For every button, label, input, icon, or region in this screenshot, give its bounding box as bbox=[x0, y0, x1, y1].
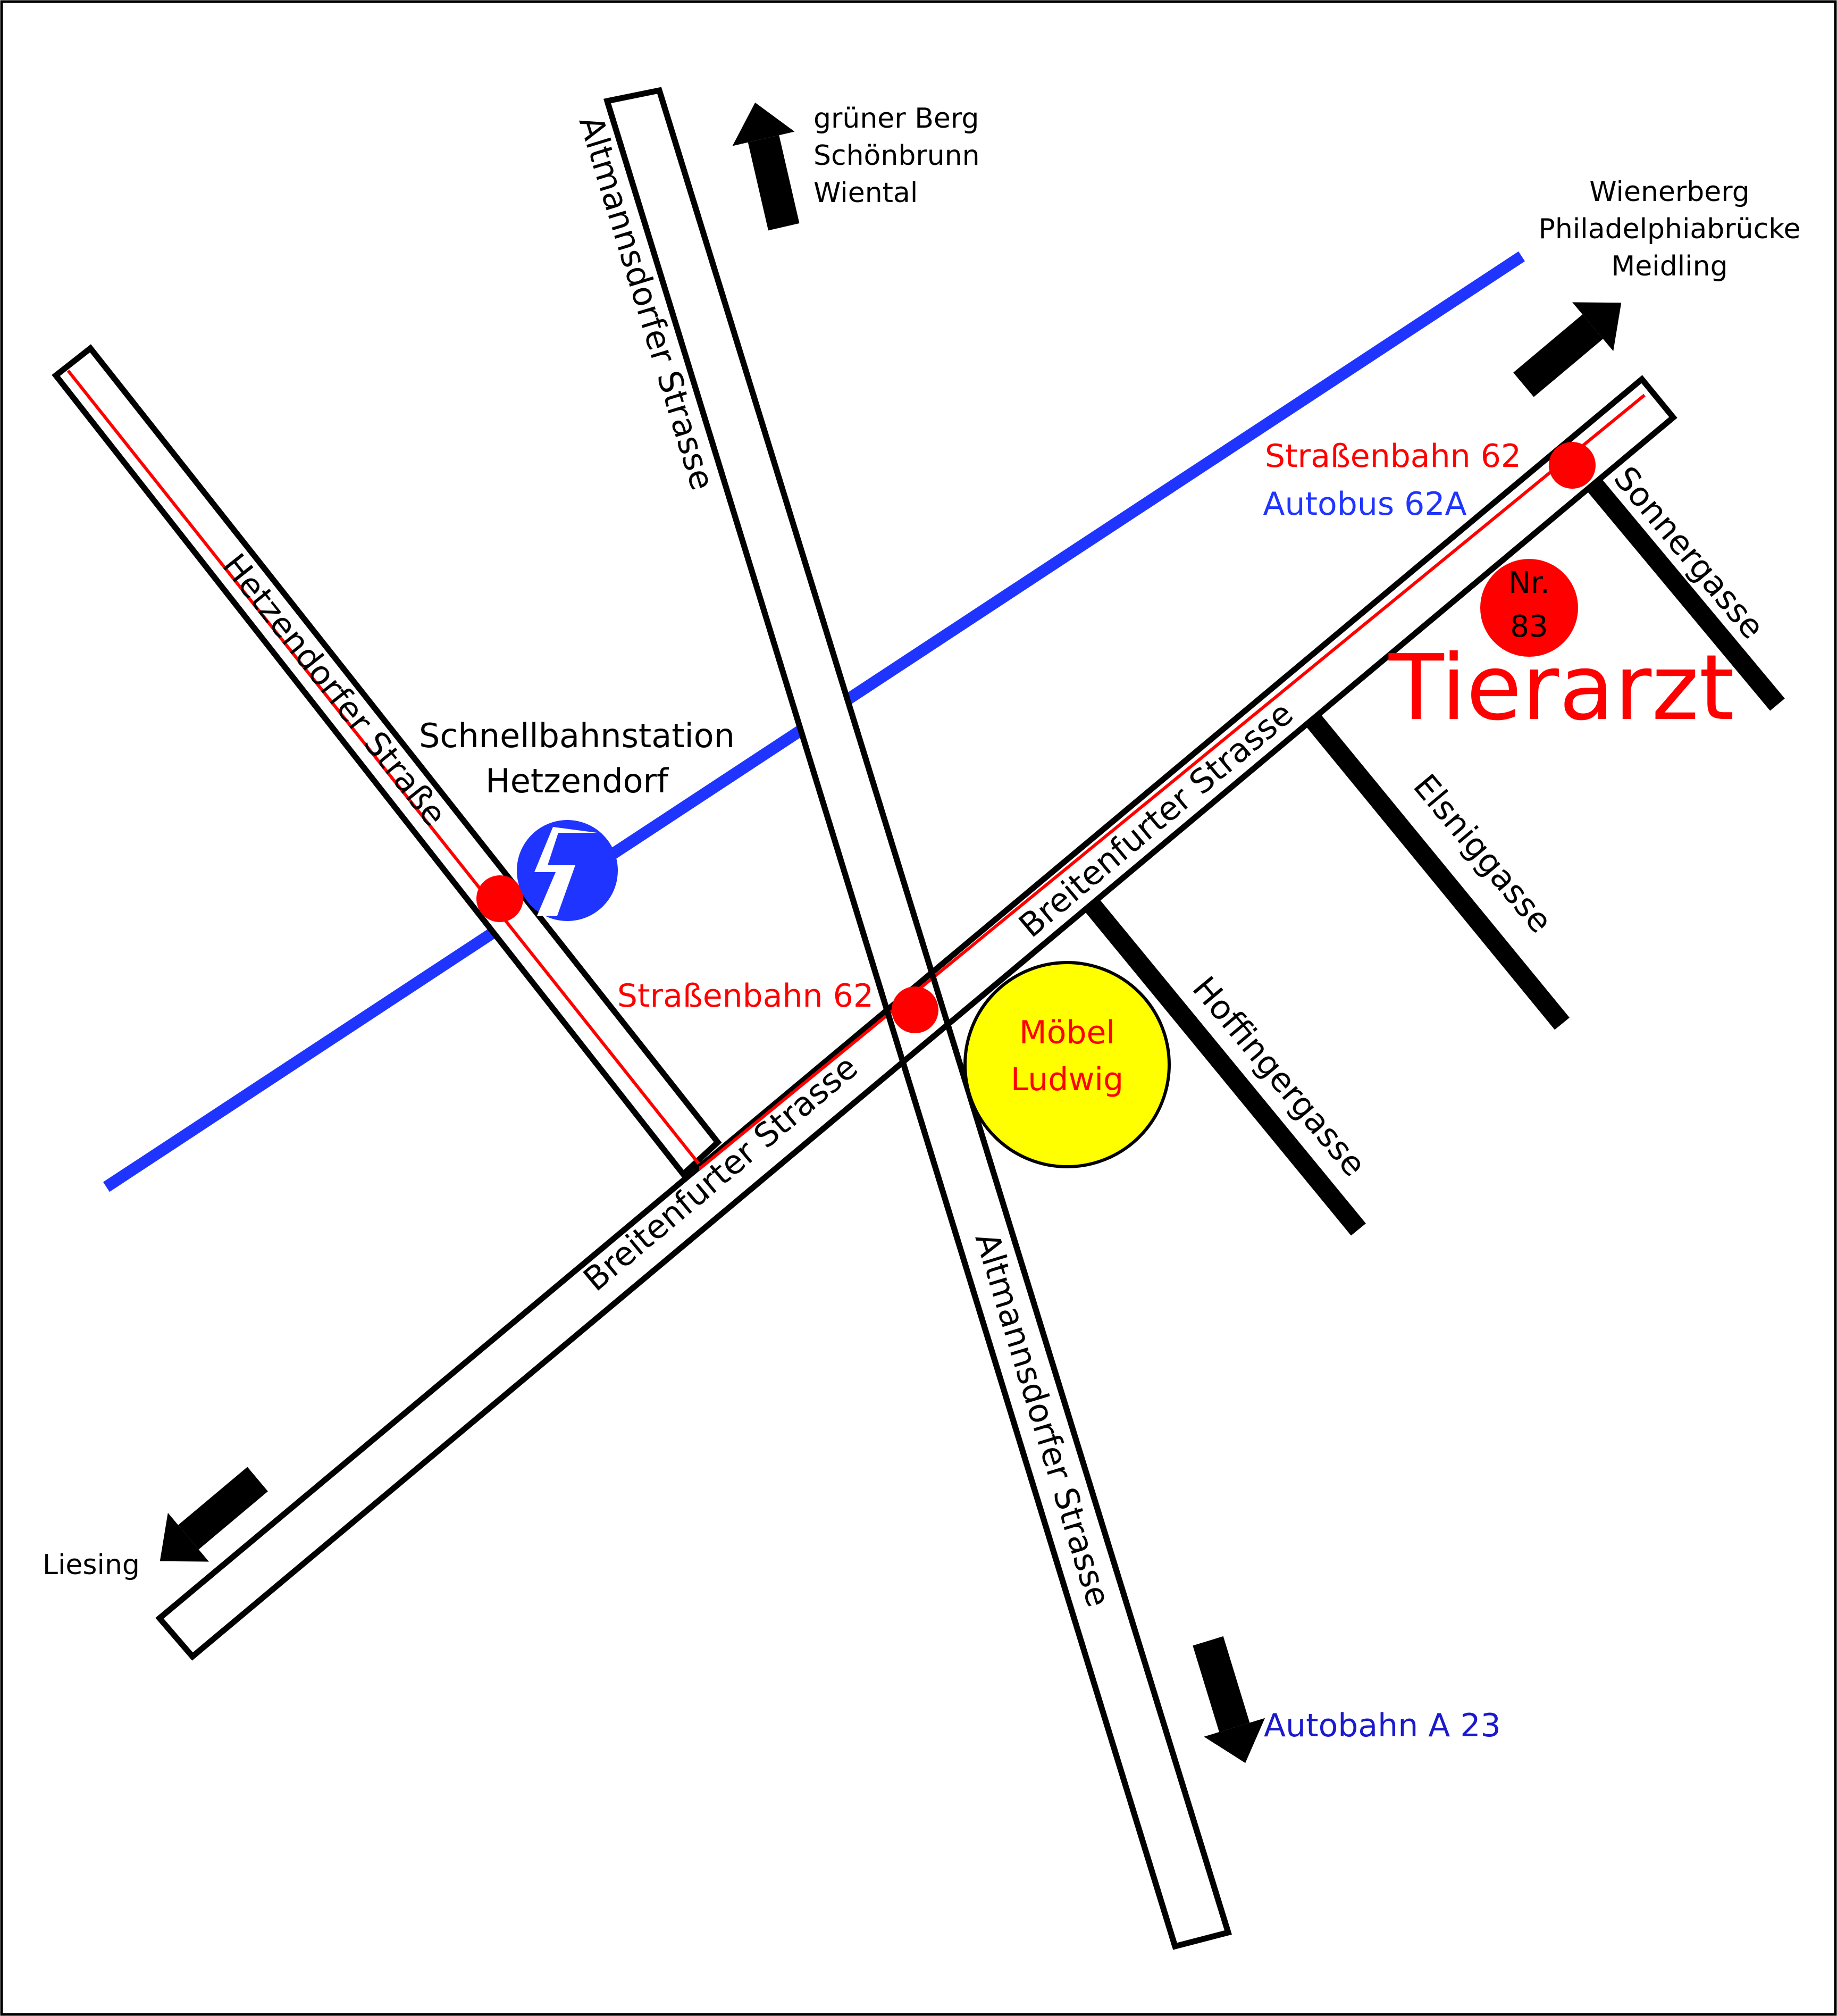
moebel-ludwig-label-1: Möbel bbox=[1019, 1014, 1115, 1051]
moebel-ludwig-label-2: Ludwig bbox=[1011, 1061, 1123, 1098]
breitenfurter-tram-track bbox=[699, 394, 1646, 1172]
arrow-south-icon bbox=[1193, 1636, 1265, 1763]
direction-north-3: Wiental bbox=[813, 177, 918, 209]
arrow-north-icon bbox=[732, 102, 800, 231]
direction-northeast-1: Wienerberg bbox=[1589, 176, 1750, 208]
tram-label-center: Straßenbahn 62 bbox=[617, 977, 874, 1015]
altmannsdorfer-edge-left bbox=[604, 100, 1178, 1947]
tram-stop-hetzendorf[interactable] bbox=[476, 875, 523, 922]
arrow-northeast-icon bbox=[1513, 302, 1622, 397]
tierarzt-nr-label: Nr. bbox=[1508, 566, 1550, 600]
sonnergasse-road bbox=[1586, 478, 1785, 711]
direction-north-1: grüner Berg bbox=[813, 103, 979, 135]
direction-north-2: Schönbrunn bbox=[813, 140, 980, 172]
s-bahn-logo-icon[interactable] bbox=[517, 820, 618, 921]
moebel-ludwig-marker[interactable] bbox=[963, 961, 1171, 1168]
direction-southwest: Liesing bbox=[43, 1549, 140, 1581]
tram-stop-altmannsdorfer[interactable] bbox=[892, 986, 938, 1033]
direction-northeast-3: Meidling bbox=[1611, 250, 1727, 282]
station-label-1: Schnellbahnstation bbox=[419, 716, 735, 755]
tierarzt-title: Tierarzt bbox=[1388, 635, 1734, 741]
tram-stop-sonnergasse[interactable] bbox=[1549, 442, 1596, 489]
bus-label-east: Autobus 62A bbox=[1263, 486, 1466, 523]
altmannsdorfer-edge-right bbox=[656, 89, 1231, 1934]
tram-label-east: Straßenbahn 62 bbox=[1265, 438, 1521, 475]
hetzendorfer-tram-track bbox=[66, 370, 702, 1167]
direction-south: Autobahn A 23 bbox=[1264, 1707, 1501, 1744]
direction-northeast-2: Philadelphiabrücke bbox=[1539, 213, 1801, 245]
elsniggasse-road bbox=[1305, 713, 1570, 1030]
station-label-2: Hetzendorf bbox=[485, 762, 669, 800]
tierarzt-number-label: 83 bbox=[1510, 609, 1548, 644]
arrow-southwest-icon bbox=[160, 1467, 268, 1562]
tierarzt-number-marker[interactable] bbox=[1480, 559, 1578, 657]
hetzendorfer-strasse-road bbox=[52, 344, 722, 1179]
hoffingergasse-road bbox=[1084, 898, 1366, 1236]
